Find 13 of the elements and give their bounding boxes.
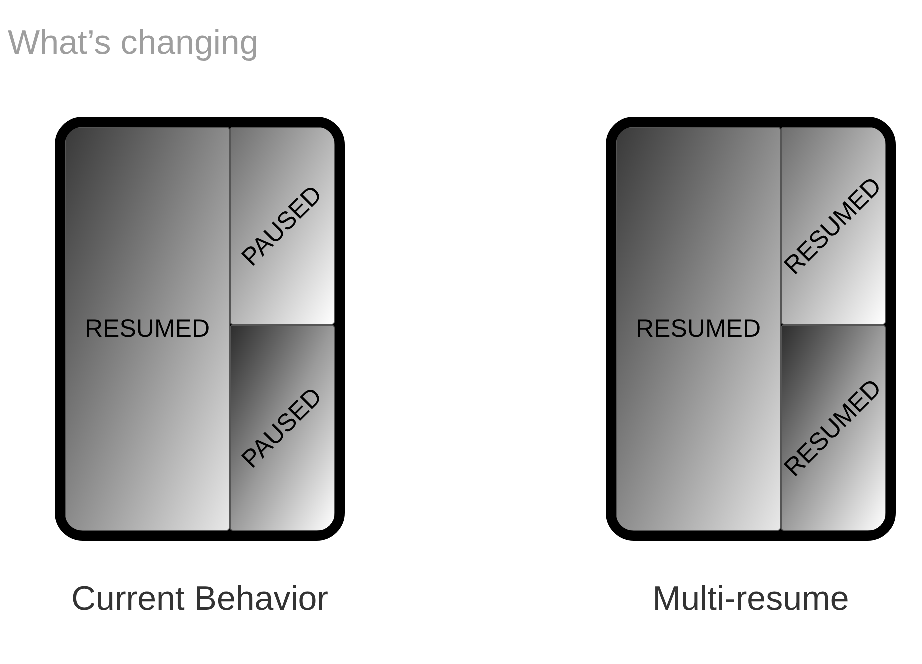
app-window-pane xyxy=(230,325,335,531)
device-caption: Current Behavior xyxy=(70,579,330,620)
lifecycle-state-label: RESUMED xyxy=(636,316,761,342)
app-window-pane xyxy=(781,127,886,325)
app-window-pane xyxy=(230,127,335,325)
app-window-pane xyxy=(65,127,230,531)
app-window-pane xyxy=(781,325,886,531)
tablet-frame xyxy=(55,117,345,541)
app-window-pane xyxy=(616,127,781,531)
title: What’s changing xyxy=(8,23,259,64)
device-caption: Multi-resume xyxy=(652,579,850,620)
tablet-frame xyxy=(606,117,896,541)
lifecycle-state-label: RESUMED xyxy=(84,316,210,342)
